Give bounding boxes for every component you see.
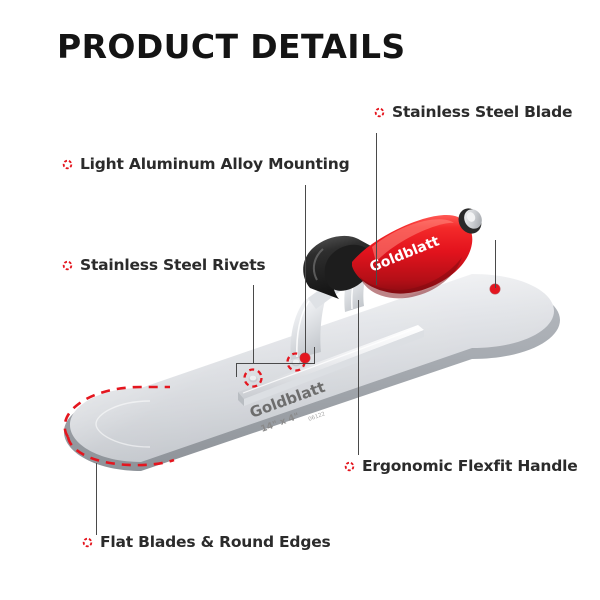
red-ring-icon	[62, 159, 73, 169]
leader-line-rivets-left-drop	[236, 363, 238, 377]
leader-line-blade-dot	[495, 240, 497, 288]
callout-ergonomic-flexfit-handle[interactable]: Ergonomic Flexfit Handle	[344, 457, 578, 475]
handle-red-body: Goldblatt	[352, 215, 473, 299]
callout-label: Light Aluminum Alloy Mounting	[80, 155, 350, 173]
aluminum-mounting-bar	[238, 325, 424, 406]
leader-line-rivets-right-drop	[314, 347, 316, 364]
callout-stainless-steel-rivets[interactable]: Stainless Steel Rivets	[62, 256, 266, 274]
handle-end-cap	[458, 208, 482, 234]
leader-line-rivets-bracket	[236, 363, 315, 365]
leader-line-aluminum-mounting	[305, 185, 307, 357]
callout-label: Stainless Steel Blade	[392, 103, 573, 121]
callout-label: Ergonomic Flexfit Handle	[362, 457, 578, 475]
callout-flat-blades-round-edges[interactable]: Flat Blades & Round Edges	[82, 533, 331, 551]
red-ring-icon	[82, 537, 93, 547]
leader-line-stainless-steel-blade	[376, 133, 378, 285]
callout-label: Flat Blades & Round Edges	[100, 533, 331, 551]
endpoint-dot-stainless-steel-blade	[490, 284, 500, 294]
callout-stainless-steel-blade[interactable]: Stainless Steel Blade	[374, 103, 573, 121]
red-ring-icon	[374, 107, 385, 117]
round-edge-highlight	[63, 385, 175, 467]
callout-light-aluminum-alloy-mounting[interactable]: Light Aluminum Alloy Mounting	[62, 155, 350, 173]
blade-code-text: 06122	[308, 411, 326, 423]
red-ring-icon	[344, 461, 355, 471]
rivet-highlight-left	[243, 368, 263, 388]
page-title: PRODUCT DETAILS	[57, 27, 406, 66]
leader-line-rivets-stem	[253, 285, 255, 363]
endpoint-dot-aluminum-mounting	[300, 353, 310, 363]
leader-line-ergonomic-handle	[358, 300, 360, 455]
leader-line-round-edges	[96, 463, 98, 535]
red-ring-icon	[62, 260, 73, 270]
callout-label: Stainless Steel Rivets	[80, 256, 266, 274]
